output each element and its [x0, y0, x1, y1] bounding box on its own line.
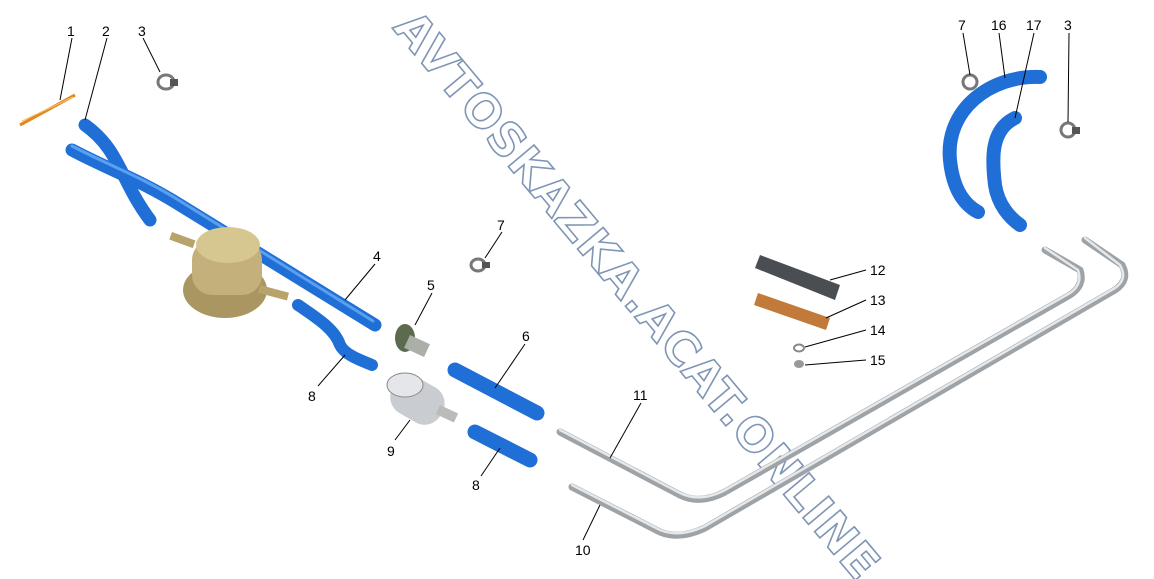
callout-9: 9: [387, 443, 395, 459]
callout-7-right: 7: [958, 17, 966, 33]
part-7-clamp-right: [961, 73, 979, 91]
callout-12: 12: [870, 262, 886, 278]
part-2-hose: [65, 118, 382, 332]
fuel-pump: [169, 227, 289, 318]
part-15-nut: [794, 360, 804, 368]
callout-15: 15: [870, 352, 886, 368]
part-17-hose: [986, 111, 1027, 232]
part-10-pipe: [568, 236, 1129, 539]
callout-17: 17: [1026, 17, 1042, 33]
callout-5: 5: [427, 277, 435, 293]
callout-11: 11: [633, 387, 648, 403]
callout-3-right: 3: [1064, 17, 1072, 33]
part-9-filter: [386, 372, 459, 425]
callout-6: 6: [522, 328, 530, 344]
part-3-clamp: [156, 73, 178, 91]
part-3-clamp-right: [1059, 121, 1080, 139]
part-12-bracket: [755, 255, 840, 300]
part-7-clamp: [469, 257, 490, 273]
callout-4: 4: [373, 248, 381, 264]
callout-7: 7: [497, 217, 505, 233]
callout-8-lower: 8: [472, 477, 480, 493]
part-1-pin: [19, 93, 76, 127]
callout-8: 8: [308, 388, 316, 404]
callout-1: 1: [67, 23, 75, 39]
part-14-washer: [793, 343, 805, 353]
part-11-pipe: [556, 246, 1085, 503]
callout-16: 16: [991, 17, 1007, 33]
part-5-fitting: [395, 324, 430, 357]
callout-10: 10: [575, 542, 591, 558]
callout-13: 13: [870, 292, 886, 308]
callout-2: 2: [102, 23, 110, 39]
callout-3: 3: [138, 23, 146, 39]
part-13-plate: [754, 293, 830, 330]
part-6-hose: [447, 362, 545, 421]
part-16-hose: [942, 69, 1047, 219]
leader-lines: [59, 32, 1070, 541]
callout-14: 14: [870, 322, 886, 338]
part-8-hose-lower: [467, 424, 538, 468]
part-8-hose-upper: [292, 299, 378, 371]
